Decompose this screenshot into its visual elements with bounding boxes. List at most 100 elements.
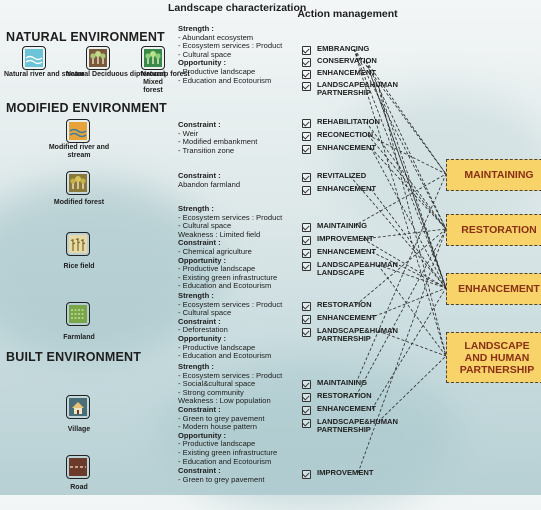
rice-icon <box>69 235 87 253</box>
action-item: IMPROVEMENT <box>302 468 374 479</box>
water-icon <box>69 122 87 140</box>
desc-rice-field: Strength :- Ecosystem services : Product… <box>178 204 283 291</box>
connector-line <box>365 60 447 230</box>
forest-icon <box>144 49 162 67</box>
action-item: ENHANCEMENT <box>302 404 376 415</box>
road-label: Road <box>70 484 88 491</box>
village-icon <box>69 398 87 416</box>
connector-line <box>370 188 447 289</box>
connector-lines <box>349 48 447 474</box>
connector-line <box>377 264 447 357</box>
connector-line <box>353 48 447 230</box>
connector-line <box>365 60 447 175</box>
rice-field-thumb <box>66 232 90 256</box>
modified-forest-thumb <box>66 171 90 195</box>
connector-line <box>357 228 447 474</box>
natural-deciduous-thumb <box>86 46 110 70</box>
modified-environment-title: MODIFIED ENVIRONMENT <box>6 101 167 115</box>
village-label: Village <box>67 426 91 433</box>
checkbox-icon <box>302 419 311 428</box>
action-item: ENHANCEMENT <box>302 313 376 324</box>
action-item: RECONECTION <box>302 130 373 141</box>
modified-river-thumb <box>66 119 90 143</box>
action-item: RESTORATION <box>302 391 372 402</box>
natural-mixed-thumb <box>141 46 165 70</box>
connector-line <box>365 121 447 230</box>
connector-line <box>371 251 447 289</box>
farmland-label: Farmland <box>63 334 95 341</box>
connector-line <box>369 287 447 319</box>
connector-line <box>353 48 447 289</box>
connector-line <box>353 48 447 175</box>
action-item: LANDSCAPE&HUMAN LANDSCAPE <box>302 260 401 277</box>
checkbox-icon <box>302 470 311 479</box>
checkbox-icon <box>302 173 311 182</box>
action-item: ENHANCEMENT <box>302 184 376 195</box>
forest-icon <box>89 49 107 67</box>
action-item: ENHANCEMENT <box>302 247 376 258</box>
desc-farmland: Strength :- Ecosystem services : Product… <box>178 291 283 361</box>
action-item: IMPROVEMENT <box>302 234 374 245</box>
strategy-partnership: LANDSCAPE AND HUMAN PARTNERSHIP <box>446 332 541 383</box>
action-item: ENHANCEMENT <box>302 68 376 79</box>
connector-line <box>362 238 447 289</box>
checkbox-icon <box>302 302 311 311</box>
modified-river-label: Modified river and stream <box>48 144 110 159</box>
action-item: RESTORATION <box>302 300 372 311</box>
connector-line <box>367 134 447 230</box>
checkbox-icon <box>302 315 311 324</box>
modified-forest-label: Modified forest <box>53 199 105 206</box>
checkbox-icon <box>302 236 311 245</box>
action-item: LANDSCAPE&HUMAN PARTNERSHIP <box>302 80 401 97</box>
water-icon <box>25 49 43 67</box>
rice-field-label: Rice field <box>63 263 95 270</box>
action-item: ENHANCEMENT <box>302 143 376 154</box>
checkbox-icon <box>302 223 311 232</box>
farmland-thumb <box>66 302 90 326</box>
natural-river-label: Natural river and stream <box>4 71 85 78</box>
checkbox-icon <box>302 145 311 154</box>
desc-modified-forest: Constraint :Abandon farmland <box>178 171 241 189</box>
checkbox-icon <box>302 58 311 67</box>
natural-environment-title: NATURAL ENVIRONMENT <box>6 30 165 44</box>
landscape-header: Landscape characterization <box>168 2 307 14</box>
natural-mixed-label: Natural Mixed forest <box>140 71 166 94</box>
strategy-enhancement: ENHANCEMENT <box>446 273 541 305</box>
strategy-maintaining: MAINTAINING <box>446 159 541 191</box>
natural-river-thumb <box>22 46 46 70</box>
connector-line <box>377 84 447 289</box>
farm-icon <box>69 305 87 323</box>
natural-deciduous-label: Natural Deciduous dipterocarp forest <box>66 71 190 78</box>
checkbox-icon <box>302 380 311 389</box>
village-thumb <box>66 395 90 419</box>
connector-line <box>377 264 447 289</box>
action-header: Action management <box>297 8 398 20</box>
desc-road: Constraint :- Green to grey pavement <box>178 466 265 484</box>
checkbox-icon <box>302 262 311 271</box>
checkbox-icon <box>302 119 311 128</box>
connector-line <box>371 287 447 410</box>
connector-line <box>370 147 447 230</box>
checkbox-icon <box>302 249 311 258</box>
action-item: EMBRANCING <box>302 44 369 55</box>
action-item: LANDSCAPE&HUMAN PARTNERSHIP <box>302 326 401 343</box>
connector-line <box>367 134 447 175</box>
forest-icon <box>69 174 87 192</box>
action-item: LANDSCAPE&HUMAN PARTNERSHIP <box>302 417 401 434</box>
road-icon <box>69 458 87 476</box>
checkbox-icon <box>302 46 311 55</box>
checkbox-icon <box>302 70 311 79</box>
connector-line <box>355 173 447 384</box>
connector-line <box>362 228 447 240</box>
action-item: MAINTAINING <box>302 221 367 232</box>
desc-modified-river: Constraint :- Weir- Modified embankment-… <box>178 120 258 155</box>
action-item: REHABILITATION <box>302 117 380 128</box>
checkbox-icon <box>302 132 311 141</box>
desc-natural: Strength :- Abundant ecosystem- Ecosyste… <box>178 24 283 85</box>
connector-line <box>355 228 447 397</box>
action-item: MAINTAINING <box>302 378 367 389</box>
connector-line <box>377 355 447 423</box>
action-item: REVITALIZED <box>302 171 366 182</box>
checkbox-icon <box>302 406 311 415</box>
connector-line <box>349 175 447 289</box>
